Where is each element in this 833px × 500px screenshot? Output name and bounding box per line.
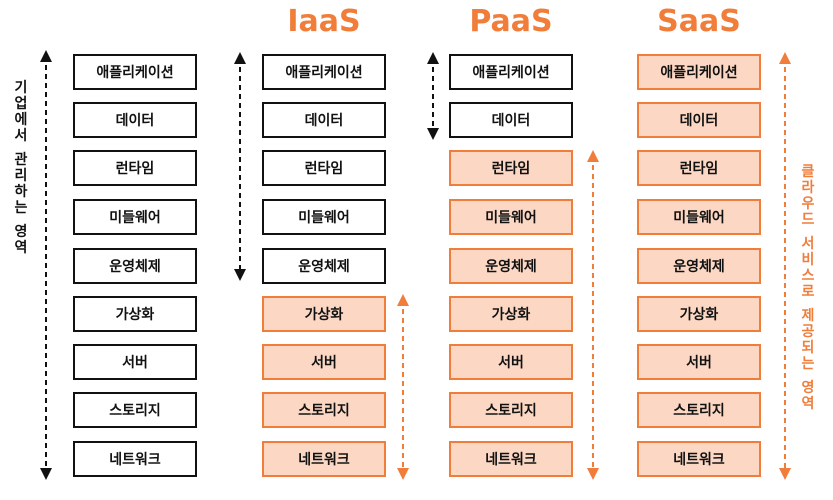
iaas-layer-box: 운영체제 [262, 248, 386, 284]
saas-layer-box: 스토리지 [637, 392, 761, 428]
iaas-title: IaaS [287, 4, 361, 39]
saas-layer-box: 미들웨어 [637, 199, 761, 235]
enterprise-layer-box: 미들웨어 [73, 199, 197, 235]
paas-layer-box: 네트워크 [449, 441, 573, 477]
enterprise-layer-box: 서버 [73, 344, 197, 380]
enterprise-layer-box: 운영체제 [73, 248, 197, 284]
iaas-layer-box: 미들웨어 [262, 199, 386, 235]
enterprise-layer-box: 가상화 [73, 296, 197, 332]
paas-layer-box: 미들웨어 [449, 199, 573, 235]
saas-title: SaaS [657, 4, 741, 39]
enterprise-layer-box: 데이터 [73, 102, 197, 138]
paas-layer-box: 서버 [449, 344, 573, 380]
enterprise-layer-box: 애플리케이션 [73, 54, 197, 90]
saas-layer-box: 데이터 [637, 102, 761, 138]
saas-layer-box: 가상화 [637, 296, 761, 332]
paas-layer-box: 애플리케이션 [449, 54, 573, 90]
paas-title: PaaS [469, 4, 553, 39]
iaas-layer-box: 네트워크 [262, 441, 386, 477]
iaas-layer-box: 가상화 [262, 296, 386, 332]
saas-layer-box: 애플리케이션 [637, 54, 761, 90]
iaas-layer-box: 런타임 [262, 150, 386, 186]
paas-layer-box: 운영체제 [449, 248, 573, 284]
paas-layer-box: 런타임 [449, 150, 573, 186]
enterprise-layer-box: 스토리지 [73, 392, 197, 428]
saas-layer-box: 서버 [637, 344, 761, 380]
enterprise-layer-box: 런타임 [73, 150, 197, 186]
saas-layer-box: 운영체제 [637, 248, 761, 284]
saas-layer-box: 네트워크 [637, 441, 761, 477]
paas-layer-box: 스토리지 [449, 392, 573, 428]
saas-layer-box: 런타임 [637, 150, 761, 186]
paas-layer-box: 데이터 [449, 102, 573, 138]
iaas-layer-box: 서버 [262, 344, 386, 380]
paas-layer-box: 가상화 [449, 296, 573, 332]
iaas-layer-box: 애플리케이션 [262, 54, 386, 90]
iaas-layer-box: 스토리지 [262, 392, 386, 428]
iaas-layer-box: 데이터 [262, 102, 386, 138]
enterprise-layer-box: 네트워크 [73, 441, 197, 477]
